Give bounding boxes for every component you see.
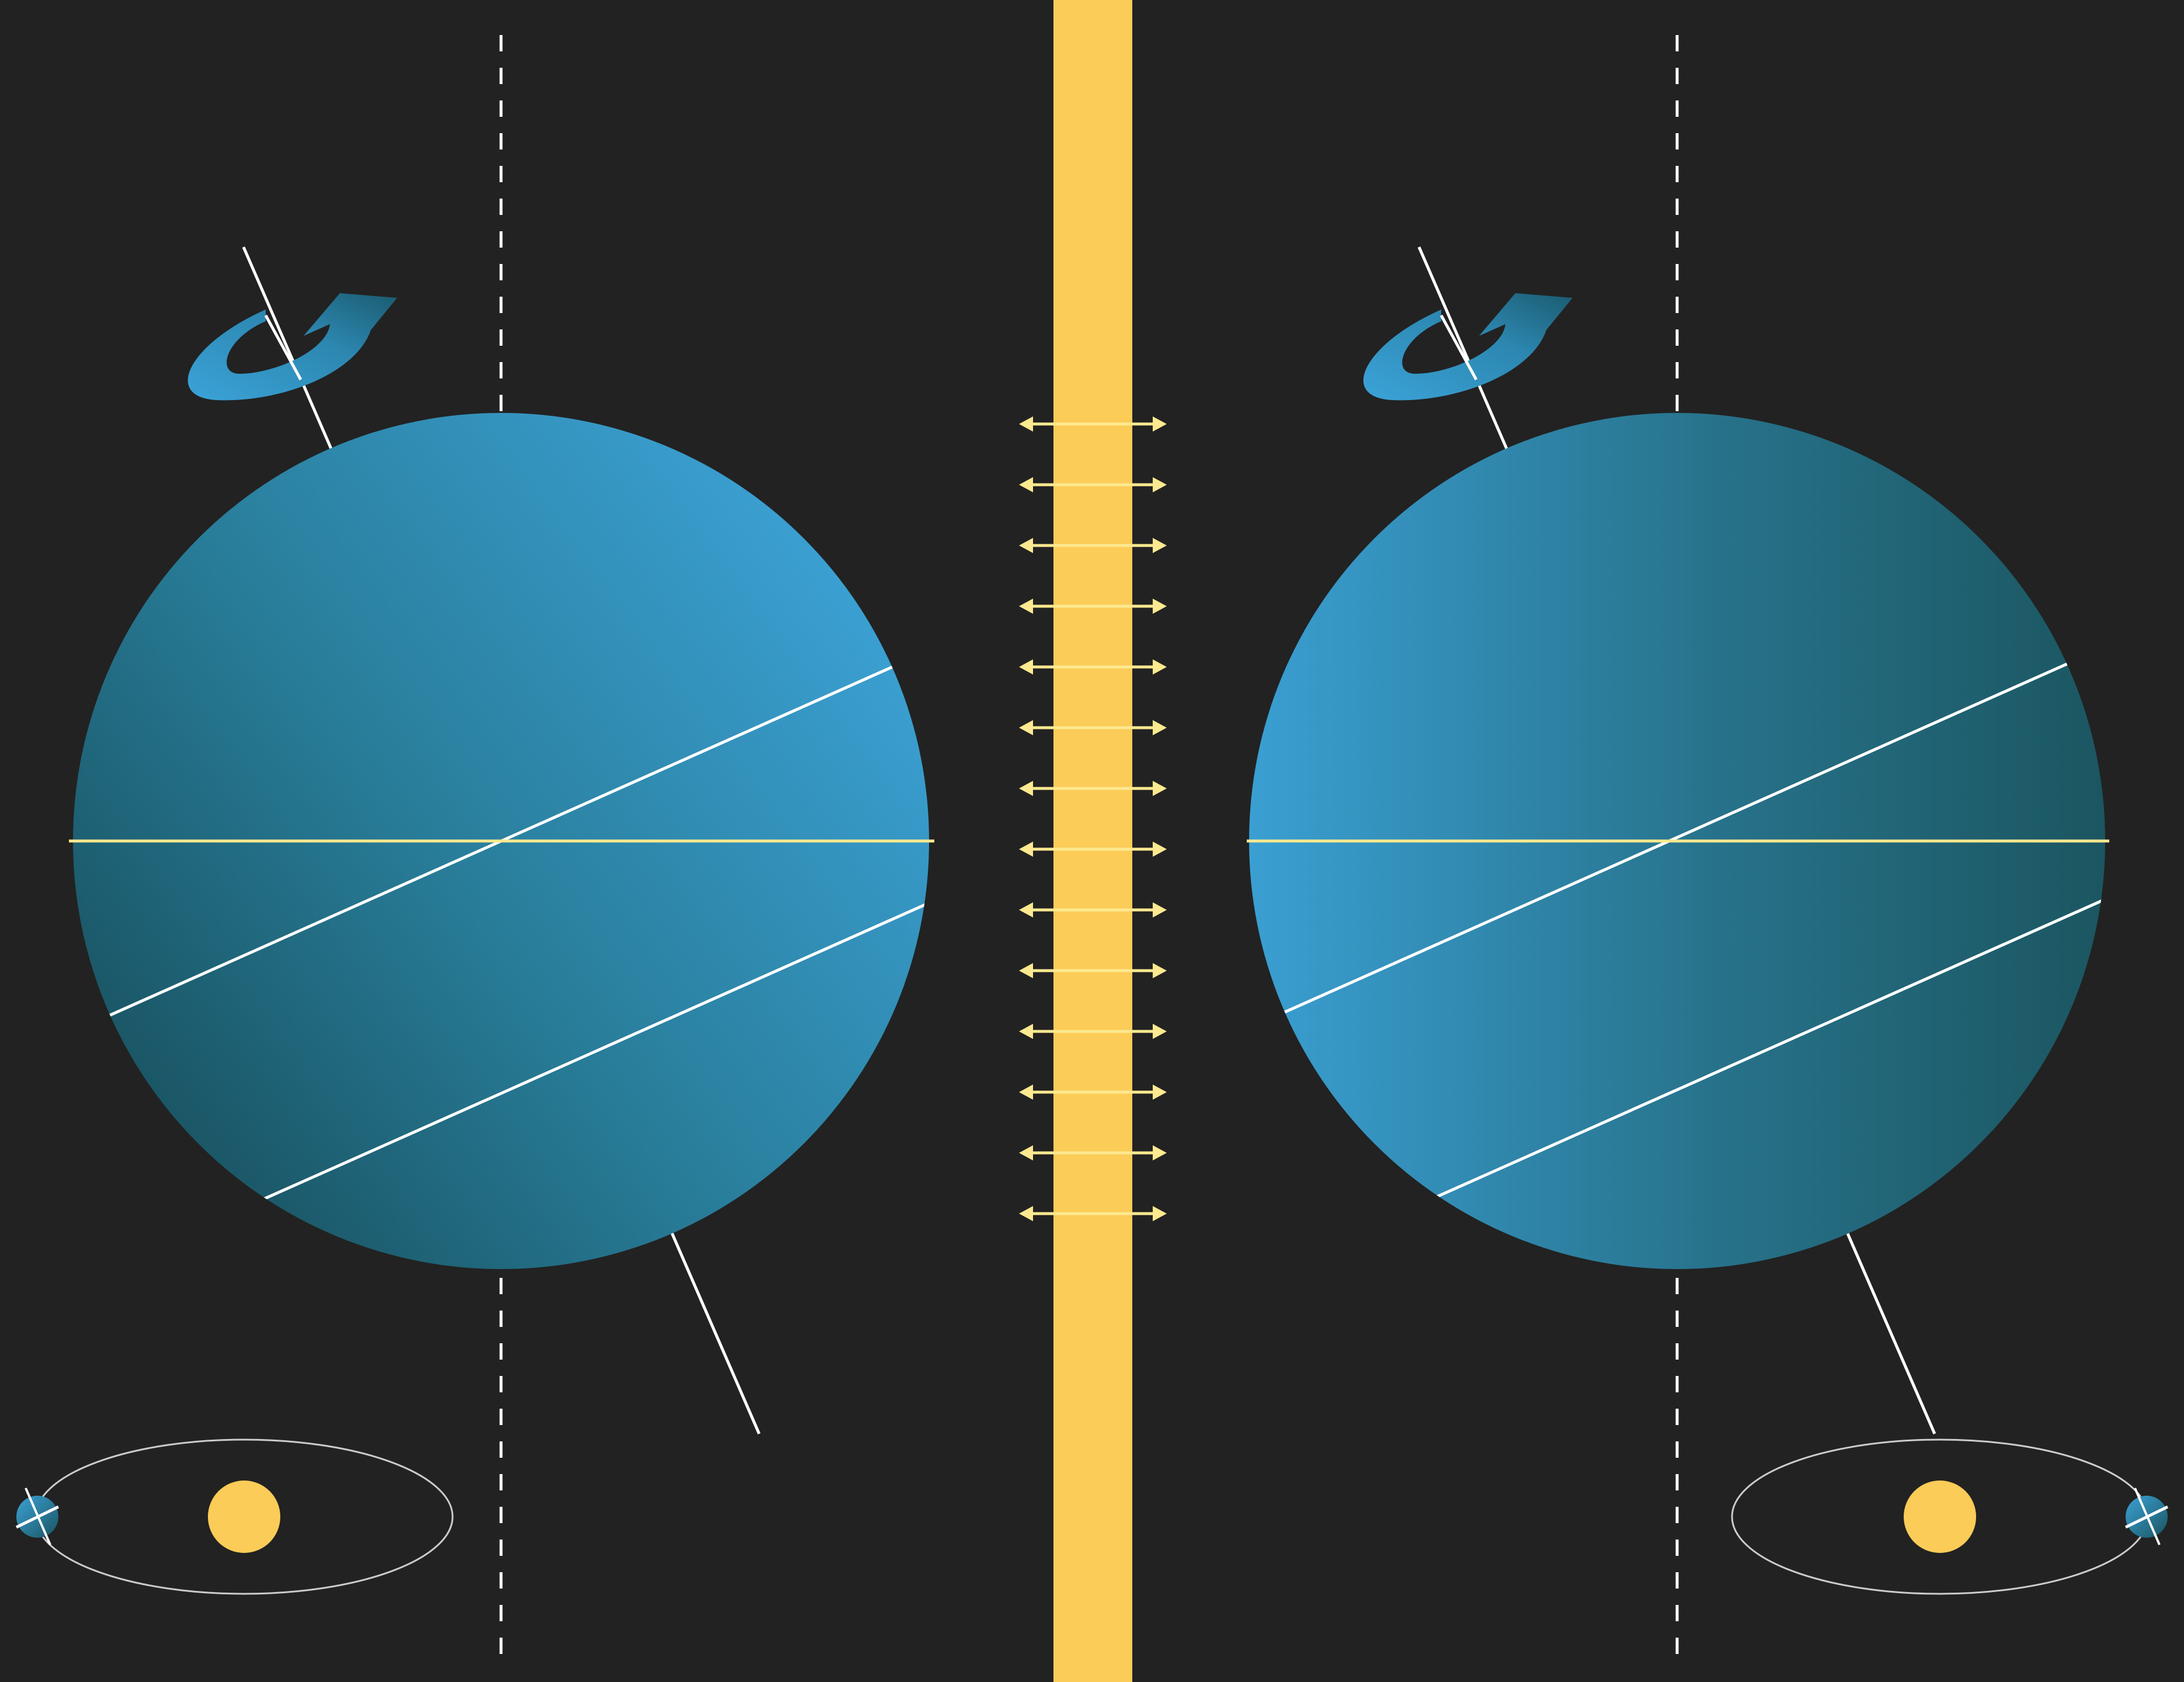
planet-icon [15, 1488, 60, 1545]
light-ray-arrow [1019, 1145, 1167, 1160]
planet-icon [2124, 1488, 2169, 1545]
light-ray-arrow [1019, 842, 1167, 857]
light-ray-arrow [1019, 781, 1167, 796]
sun-icon [208, 1481, 280, 1553]
light-ray-arrow [1019, 902, 1167, 918]
light-ray-arrow [1019, 538, 1167, 553]
sunlight-band [1053, 0, 1132, 1682]
equator-left [73, 543, 929, 1066]
rotation-arrow-icon [187, 293, 397, 401]
tropic-line-right [1249, 543, 2105, 1066]
light-ray-arrow [1019, 477, 1167, 492]
light-ray-arrow [1019, 599, 1167, 614]
light-ray-arrow [1019, 1206, 1167, 1221]
rotation-arrow-icon [1363, 293, 1573, 401]
right-panel [1247, 35, 2169, 1670]
light-ray-arrow [1019, 1085, 1167, 1100]
light-ray-arrow [1019, 720, 1167, 735]
orbit-diagram-right [1731, 1438, 2169, 1595]
light-ray-arrow [1019, 963, 1167, 978]
light-rays [1019, 416, 1167, 1221]
light-ray-arrow [1019, 416, 1167, 432]
sun-icon [1904, 1481, 1976, 1553]
light-ray-arrow [1019, 659, 1167, 675]
light-ray-arrow [1019, 1024, 1167, 1039]
orbit-diagram-left [15, 1438, 454, 1595]
left-panel [15, 35, 934, 1670]
